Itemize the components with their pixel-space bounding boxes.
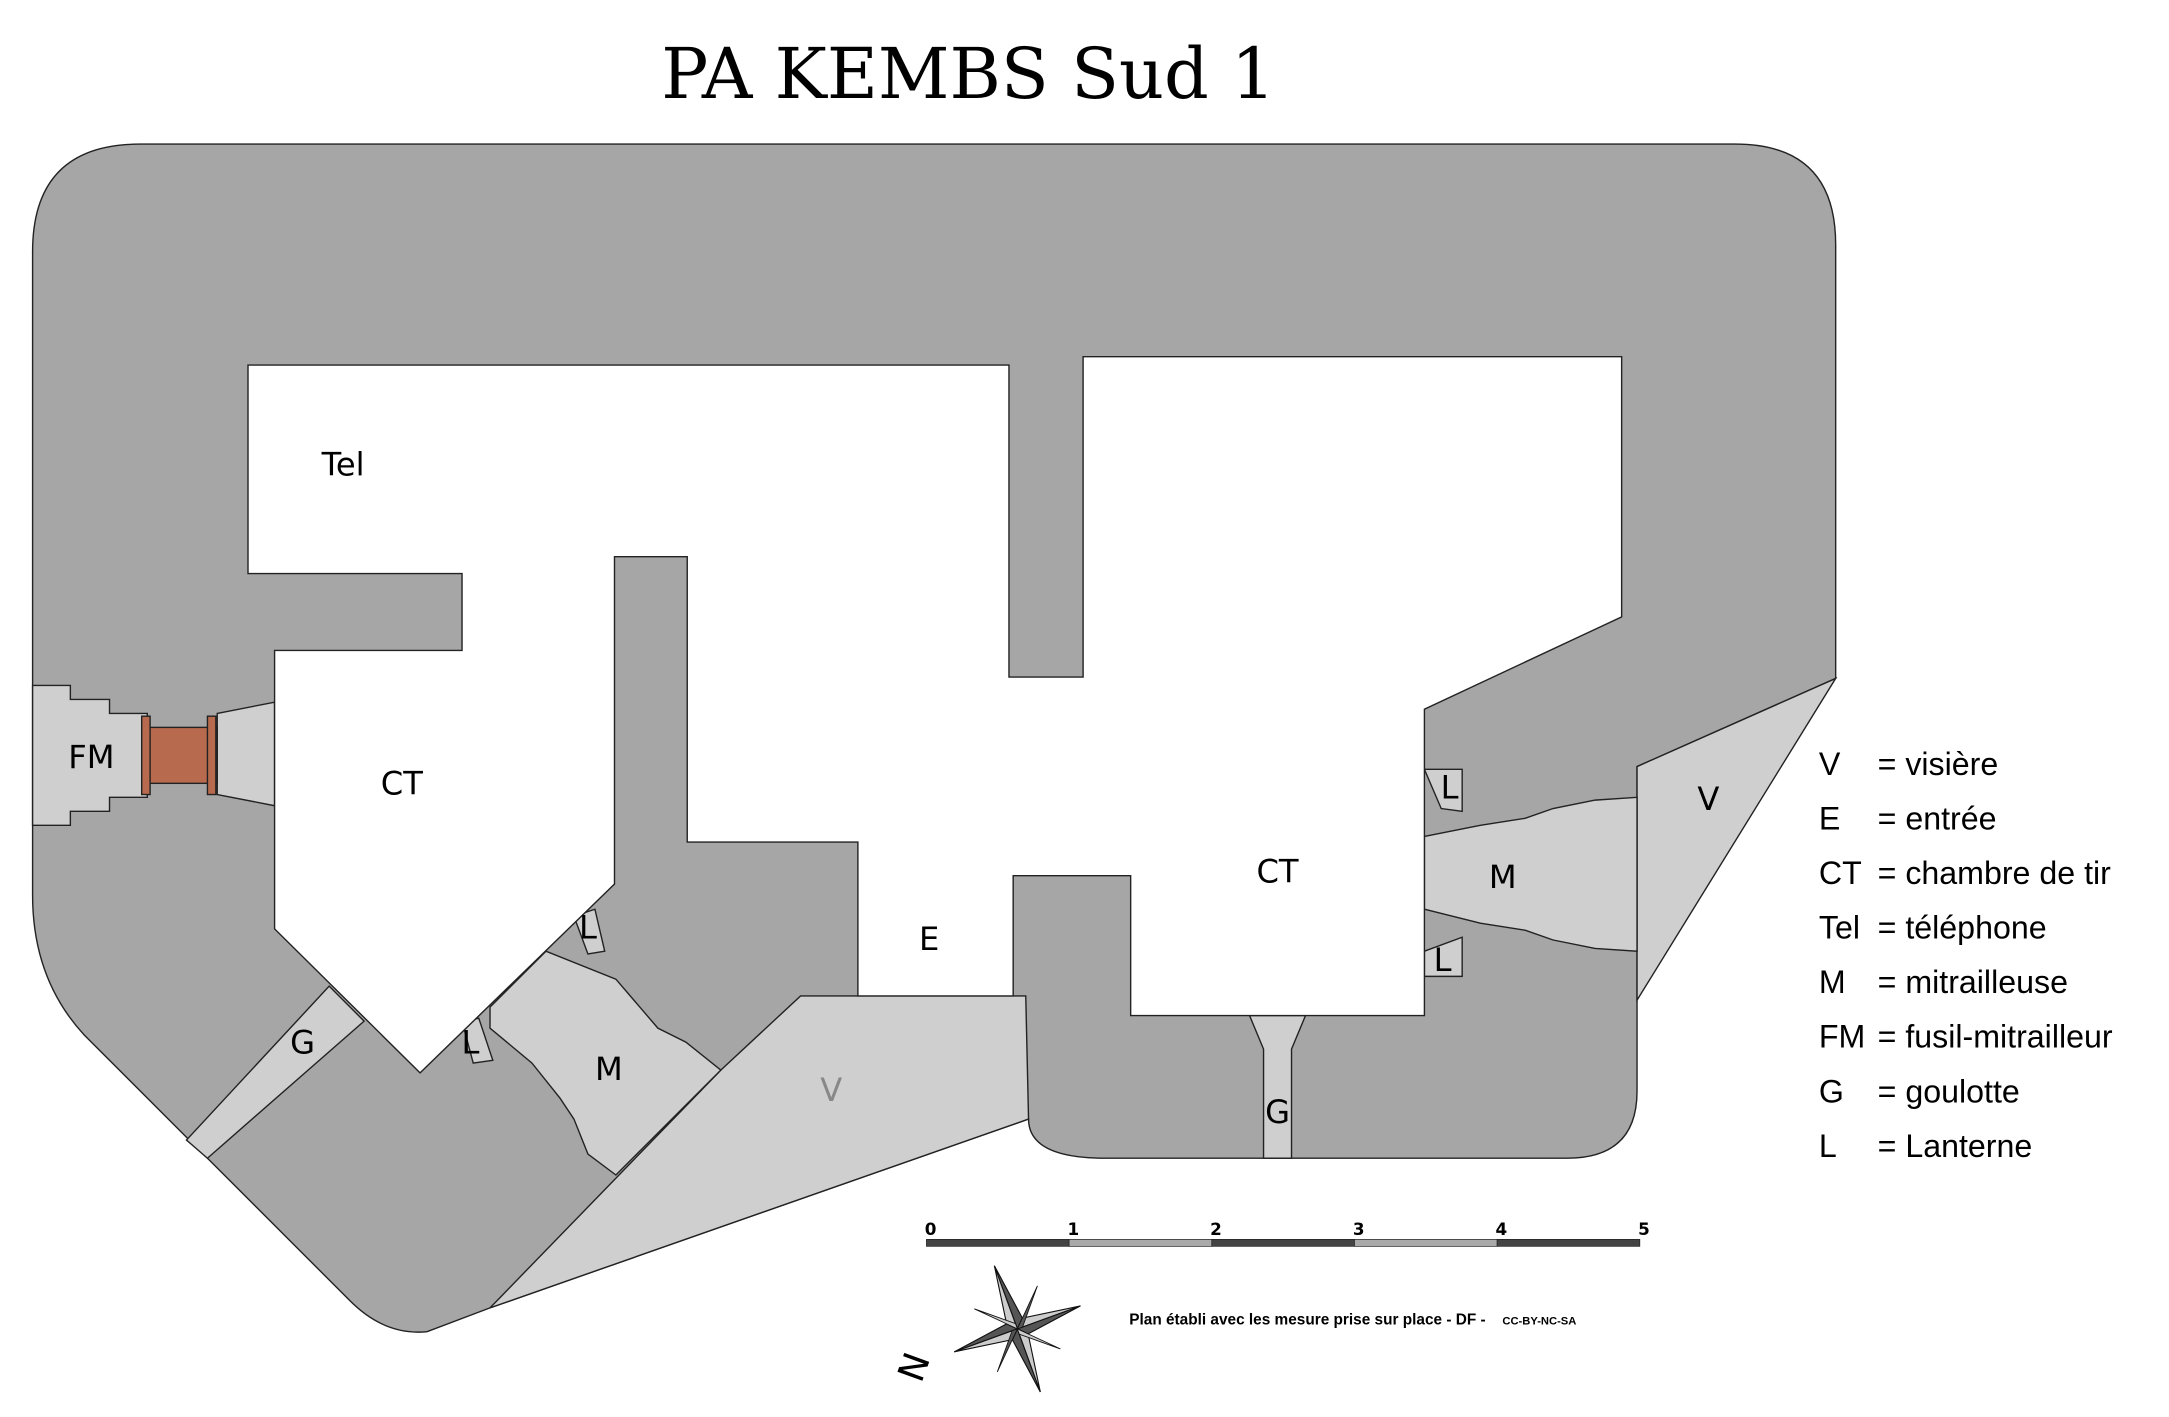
footer-note: Plan établi avec les mesure prise sur pl… <box>1129 1312 1485 1329</box>
room-tel: Tel <box>321 446 365 484</box>
legend-meaning: = fusil-mitrailleur <box>1878 1019 2113 1055</box>
lantern-1 <box>573 908 606 955</box>
room-g-left: G <box>290 1023 315 1061</box>
legend-meaning: = visière <box>1878 746 1999 782</box>
room-ct-right: CT <box>1256 853 1298 891</box>
room-l-1: L <box>579 909 597 947</box>
legend-meaning: = goulotte <box>1878 1073 2020 1109</box>
scale-tick: 0 <box>925 1219 937 1239</box>
room-fm: FM <box>68 738 114 776</box>
legend-abbr: CT <box>1819 855 1862 891</box>
plan-title: PA KEMBS Sud 1 <box>661 34 1275 115</box>
scale-tick: 3 <box>1353 1219 1365 1239</box>
legend-abbr: L <box>1819 1128 1837 1164</box>
legend-abbr: V <box>1819 746 1841 782</box>
north-label: N <box>889 1347 939 1387</box>
legend-meaning: = mitrailleuse <box>1878 964 2068 1000</box>
legend-meaning: = chambre de tir <box>1878 855 2112 891</box>
scale-tick: 4 <box>1496 1219 1508 1239</box>
fm-loophole <box>216 701 276 807</box>
scale-tick: 5 <box>1638 1219 1650 1239</box>
lantern-3 <box>1423 768 1463 813</box>
legend-abbr: G <box>1819 1073 1844 1109</box>
room-g-bottom: G <box>1265 1093 1290 1131</box>
footer-line: Plan établi avec les mesure prise sur pl… <box>1129 1312 1576 1329</box>
room-entrance: E <box>919 920 939 958</box>
legend-meaning: = Lanterne <box>1878 1128 2033 1164</box>
scale-bar: 0 1 2 3 4 5 <box>925 1219 1650 1247</box>
legend-meaning: = téléphone <box>1878 910 2047 946</box>
room-ct-left: CT <box>381 765 423 803</box>
room-m-right: M <box>1489 858 1517 896</box>
room-v-right: V <box>1697 780 1719 818</box>
fm-frame-right <box>206 715 217 796</box>
room-l-4: L <box>1434 941 1452 979</box>
legend-abbr: M <box>1819 964 1846 1000</box>
license: CC-BY-NC-SA <box>1502 1316 1576 1328</box>
mg-right-embrasure <box>1423 796 1638 952</box>
room-m-left: M <box>595 1050 623 1088</box>
room-v-bottom: V <box>820 1071 842 1109</box>
fm-frame-left <box>140 715 151 796</box>
legend-meaning: = entrée <box>1878 800 1997 836</box>
fm-embrasure <box>31 684 148 827</box>
goulotte-left <box>185 985 366 1160</box>
compass-rose-icon <box>953 1265 1081 1393</box>
room-l-3: L <box>1441 769 1459 807</box>
scale-tick: 2 <box>1210 1219 1222 1239</box>
fm-opening <box>146 726 218 785</box>
scale-tick: 1 <box>1067 1219 1079 1239</box>
mg-left-embrasure <box>489 950 722 1176</box>
legend-abbr: E <box>1819 800 1840 836</box>
legend-abbr: FM <box>1819 1019 1865 1055</box>
legend-abbr: Tel <box>1819 910 1860 946</box>
legend: V = visière E = entrée CT = chambre de t… <box>1819 746 2113 1164</box>
interior-rooms <box>247 355 1623 1074</box>
room-l-2: L <box>461 1023 479 1061</box>
